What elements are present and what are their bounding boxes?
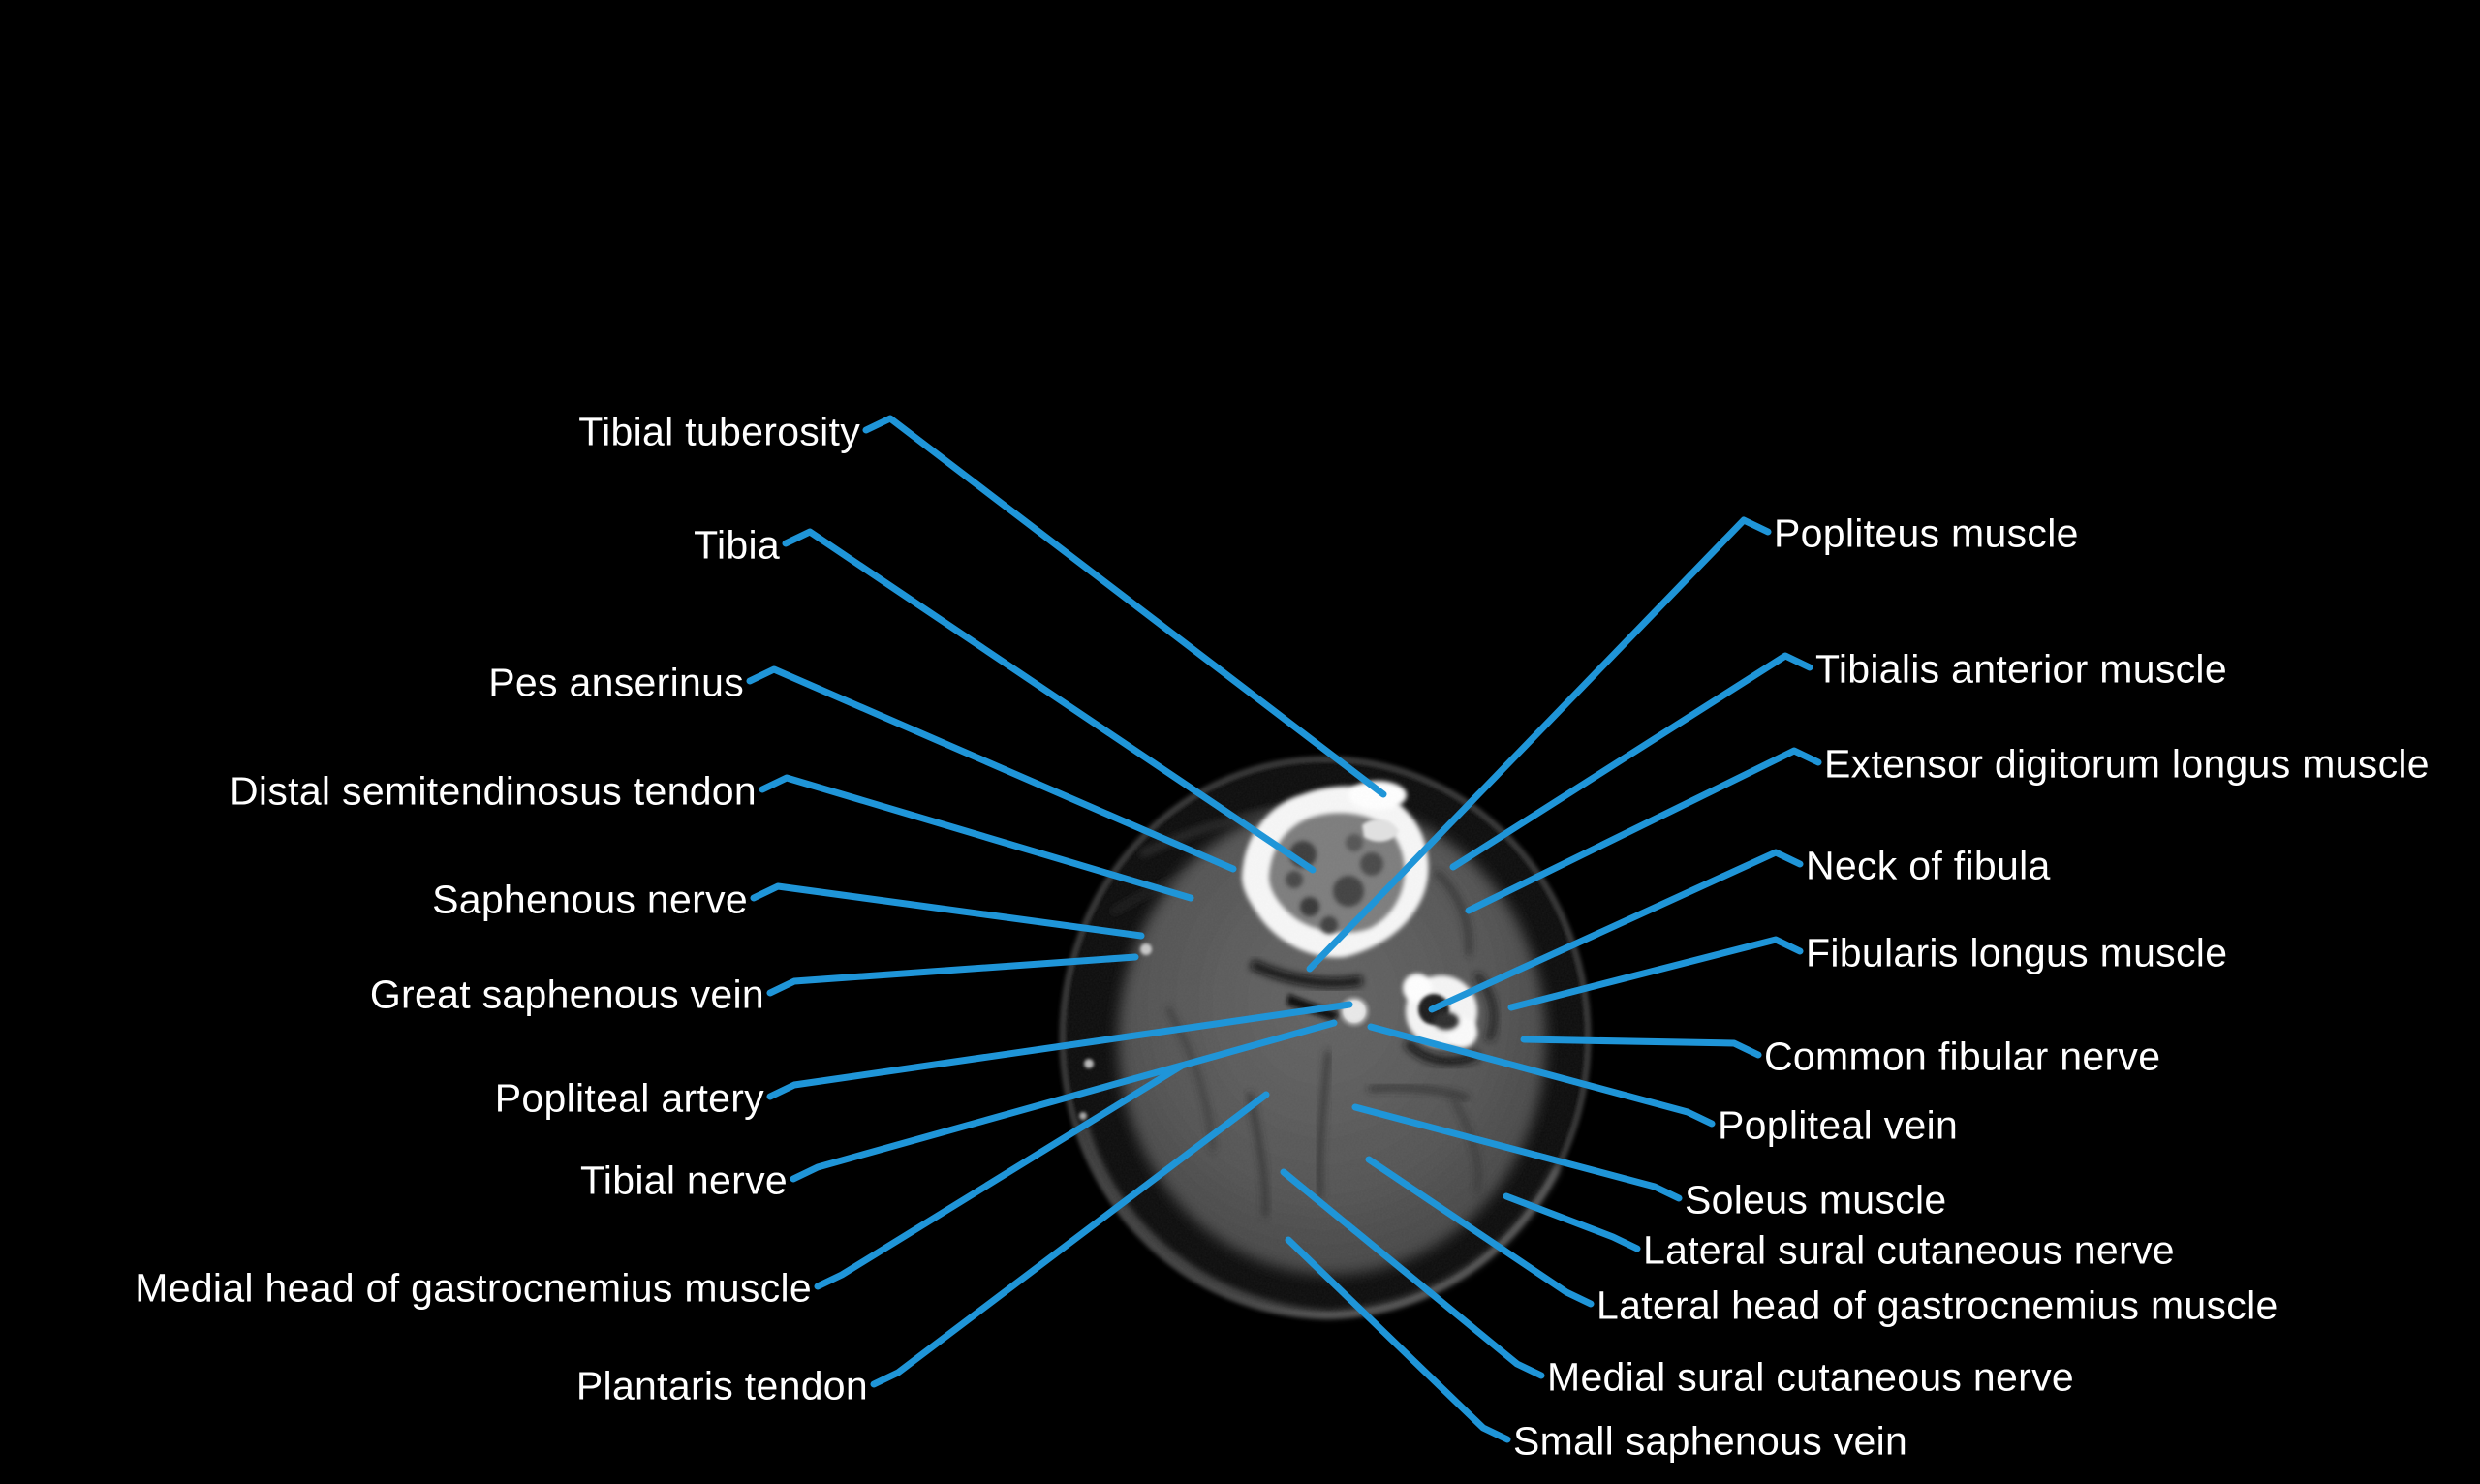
leader-line-pes-anserinus	[746, 665, 1237, 873]
leader-line-tibia	[782, 528, 1317, 874]
leader-line-popliteal-vein	[1367, 1023, 1716, 1128]
leader-line-saphenous-nerve	[750, 882, 1145, 940]
leader-line-popliteal-artery	[766, 1001, 1353, 1100]
leader-line-medial-head-gastrocnemius	[814, 1062, 1186, 1290]
leader-line-fibularis-longus	[1507, 936, 1804, 1011]
leader-line-tibialis-anterior	[1449, 652, 1814, 871]
leader-line-small-saphenous-vein	[1285, 1236, 1511, 1443]
leader-line-tibial-nerve	[790, 1019, 1338, 1183]
leader-lines	[746, 415, 1822, 1443]
leader-line-medial-sural-cutaneous-nerve	[1280, 1168, 1545, 1379]
leader-line-tibial-tuberosity	[862, 415, 1387, 798]
leader-line-common-fibular-nerve	[1520, 1036, 1762, 1059]
leader-line-lateral-sural-cutaneous-nerve	[1503, 1192, 1641, 1252]
leader-line-distal-semitendinosus-tendon	[759, 774, 1194, 902]
leader-line-lateral-head-gastrocnemius	[1365, 1156, 1595, 1308]
leader-line-plantaris-tendon	[870, 1091, 1270, 1388]
leader-line-soleus	[1351, 1103, 1683, 1202]
leader-line-extensor-digitorum-longus	[1465, 747, 1822, 914]
leader-line-popliteus	[1306, 516, 1772, 973]
leader-line-neck-of-fibula	[1428, 849, 1804, 1013]
ct-noise-overlay	[1064, 760, 1587, 1314]
leader-line-great-saphenous-vein	[766, 953, 1139, 997]
